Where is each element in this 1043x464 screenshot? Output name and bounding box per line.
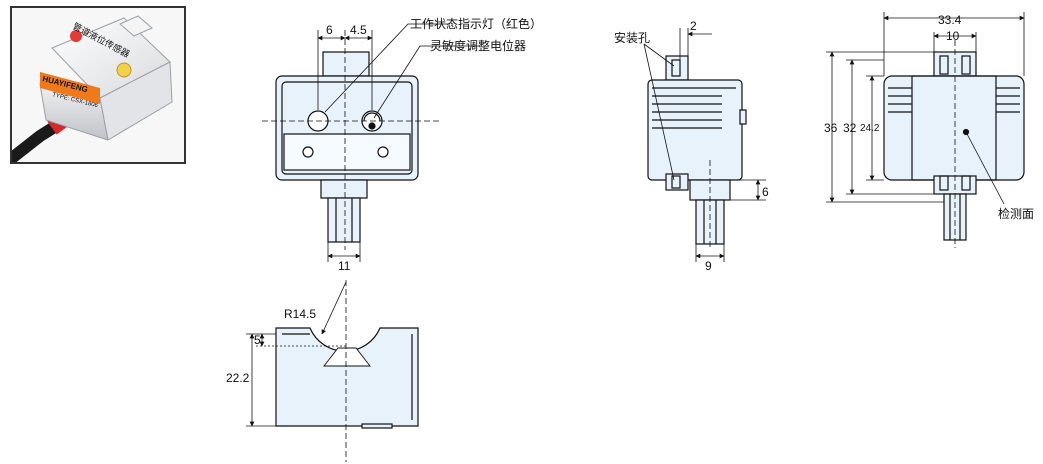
- bottom-dim-r14-5: R14.5: [284, 307, 316, 321]
- bottom-dim-5: 5: [254, 333, 261, 347]
- front-label-pot: 灵敏度调整电位器: [430, 38, 526, 53]
- bottom-view: [246, 280, 419, 462]
- back-dim-10: 10: [946, 29, 960, 43]
- front-view: [262, 23, 480, 262]
- side-label-holes: 安装孔: [614, 30, 650, 45]
- front-dim-4-5: 4.5: [350, 23, 367, 37]
- side-dim-2: 2: [690, 19, 697, 33]
- back-label-surface: 检测面: [998, 206, 1034, 221]
- front-dim-6: 6: [326, 23, 333, 37]
- back-dim-32: 32: [843, 121, 857, 135]
- product-photo: 管道液位传感器 HUAYIFENG TYPE: CSX-1806: [10, 6, 186, 164]
- front-dim-11: 11: [338, 259, 351, 273]
- back-view: [826, 12, 1025, 248]
- back-dim-36: 36: [824, 121, 838, 135]
- sensor-photo-illustration: 管道液位传感器 HUAYIFENG TYPE: CSX-1806: [12, 8, 184, 162]
- bottom-dim-22-2: 22.2: [226, 371, 250, 385]
- side-dim-6: 6: [762, 185, 769, 199]
- back-dim-33-4: 33.4: [938, 13, 962, 27]
- side-view: [643, 28, 766, 262]
- back-dim-24-2: 24.2: [860, 123, 880, 134]
- side-dim-9: 9: [705, 259, 712, 273]
- front-label-indicator: 工作状态指示灯（红色）: [410, 16, 542, 31]
